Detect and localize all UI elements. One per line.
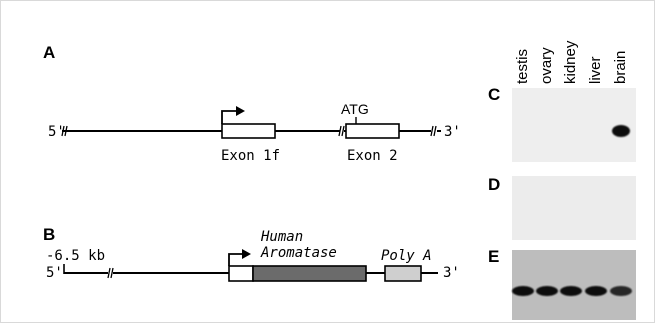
panel-a-break-right	[430, 125, 437, 137]
panel-a-atg-label: ATG	[341, 101, 369, 117]
panel-d-letter: D	[488, 175, 500, 194]
panel-a-break-mid	[338, 125, 345, 137]
panel-c-bands	[612, 125, 630, 137]
panel-b-aromatase-label-2: Aromatase	[260, 245, 337, 261]
lane-label-kidney: kidney	[562, 40, 579, 84]
panel-b-aromatase-label-1: Human	[260, 229, 303, 245]
panel-e: E	[488, 247, 636, 320]
lane-label-testis: testis	[514, 49, 531, 84]
panel-e-band-brain	[610, 286, 632, 296]
lane-label-brain: brain	[612, 51, 629, 84]
panel-a-exon-1f-label: Exon 1f	[221, 148, 280, 164]
panel-a-three-prime: 3'	[444, 124, 461, 140]
panel-c-blot	[512, 88, 636, 162]
panel-b-five-prime: 5'	[46, 265, 63, 281]
panel-a-exon-2-label: Exon 2	[347, 148, 398, 164]
panel-a-five-prime: 5'	[48, 124, 65, 140]
panel-d: D	[488, 175, 636, 240]
panel-c-band-brain	[612, 125, 630, 137]
panel-b: B -6.5 kb 5' 3' Human Aromatase Poly A	[43, 225, 460, 282]
panel-b-kb-label: -6.5 kb	[46, 248, 105, 264]
panel-b-transcription-arrow	[228, 249, 251, 266]
panel-b-three-prime: 3'	[443, 265, 460, 281]
panel-e-bands	[512, 286, 632, 296]
panel-c: C	[488, 85, 636, 162]
panel-e-letter: E	[488, 247, 499, 266]
panel-a-letter: A	[43, 43, 55, 62]
panel-b-polya-box	[384, 265, 422, 282]
panel-b-exon-box	[228, 265, 254, 282]
panel-c-letter: C	[488, 85, 500, 104]
lane-label-liver: liver	[587, 56, 604, 84]
panel-e-band-kidney	[560, 286, 582, 296]
panel-e-gel	[512, 250, 636, 320]
panel-a-break-left	[61, 125, 68, 137]
panel-b-letter: B	[43, 225, 55, 244]
panel-a-exon-2-box	[345, 123, 400, 139]
panel-b-break	[107, 267, 114, 279]
panel-b-polya-label: Poly A	[381, 248, 432, 264]
panel-e-band-ovary	[536, 286, 558, 296]
panel-b-aromatase-box	[252, 265, 367, 282]
lane-labels: testis ovary kidney liver brain	[514, 40, 629, 84]
panel-a-exon-1f-box	[221, 123, 276, 139]
panel-e-band-liver	[585, 286, 607, 296]
panel-d-blot	[512, 176, 636, 240]
panel-e-band-testis	[512, 286, 534, 296]
panel-a-transcription-arrow	[221, 106, 245, 124]
lane-label-ovary: ovary	[538, 47, 555, 84]
panel-a: A 5' 3'	[43, 43, 461, 164]
